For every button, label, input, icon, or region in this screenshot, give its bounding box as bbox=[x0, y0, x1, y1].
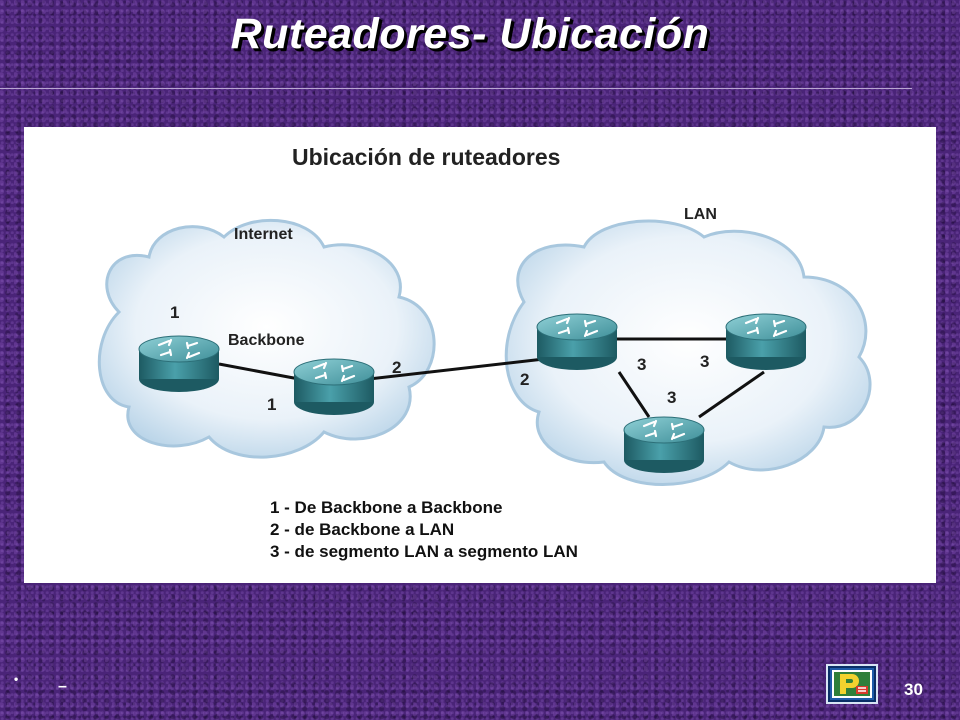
backbone-lan-link bbox=[368, 357, 545, 381]
bullet-dash: – bbox=[58, 678, 67, 695]
link-label: 3 bbox=[667, 388, 676, 407]
router-location-diagram: Ubicación de ruteadores Internet LAN Bac… bbox=[97, 144, 872, 561]
router-icon bbox=[137, 334, 221, 394]
lan-left-link bbox=[617, 371, 651, 418]
bullet-dot: • bbox=[14, 672, 19, 686]
diagram-panel: Ubicación de ruteadores Internet LAN Bac… bbox=[24, 127, 936, 583]
link-label: 2 bbox=[392, 358, 401, 377]
link-label: 1 bbox=[170, 303, 179, 322]
lan-cloud bbox=[504, 219, 872, 486]
link-label: 2 bbox=[520, 370, 529, 389]
link-label: 1 bbox=[267, 395, 276, 414]
legend-item: 3 - de segmento LAN a segmento LAN bbox=[270, 542, 578, 561]
router-icon bbox=[292, 357, 376, 417]
router-icon bbox=[622, 415, 706, 475]
legend: 1 - De Backbone a Backbone 2 - de Backbo… bbox=[270, 498, 578, 561]
backbone-link bbox=[218, 362, 300, 381]
legend-item: 1 - De Backbone a Backbone bbox=[270, 498, 502, 517]
diagram-title: Ubicación de ruteadores bbox=[292, 144, 560, 170]
page-number: 30 bbox=[904, 680, 923, 699]
slide-title: Ruteadores- Ubicación bbox=[230, 10, 710, 58]
lan-right-link bbox=[698, 370, 765, 419]
link-label: 3 bbox=[637, 355, 646, 374]
router-icon bbox=[535, 312, 619, 372]
title-divider bbox=[0, 88, 912, 89]
backbone-label: Backbone bbox=[228, 332, 305, 349]
router-icon bbox=[724, 312, 808, 372]
lan-label: LAN bbox=[684, 206, 717, 223]
link-label: 3 bbox=[700, 352, 709, 371]
logo-button[interactable] bbox=[826, 664, 878, 704]
internet-label: Internet bbox=[234, 226, 293, 243]
logo-icon bbox=[832, 670, 872, 698]
legend-item: 2 - de Backbone a LAN bbox=[270, 520, 454, 539]
